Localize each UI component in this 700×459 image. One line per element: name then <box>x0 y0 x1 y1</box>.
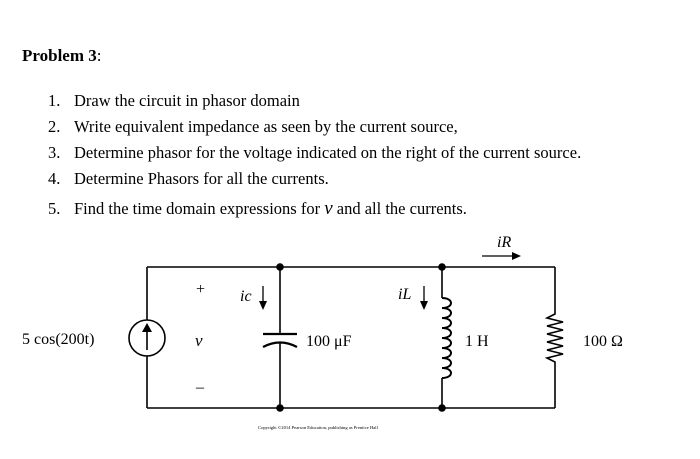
task-item: 1. Draw the circuit in phasor domain <box>48 88 581 114</box>
problem-colon: : <box>96 46 102 65</box>
task-text: Draw the circuit in phasor domain <box>74 91 300 110</box>
task-number: 1. <box>48 91 61 110</box>
resistor-label: 100 Ω <box>583 333 623 350</box>
copyright-notice: Copyright ©2014 Pearson Education, publi… <box>258 425 379 431</box>
voltage-symbol: v <box>195 331 203 350</box>
inductor-label: 1 H <box>465 333 489 350</box>
inductor-current-arrow <box>420 286 428 310</box>
task-number: 2. <box>48 117 61 136</box>
inductor-coil <box>441 297 452 379</box>
source-label: 5 cos(200t) <box>22 331 94 348</box>
problem-title: Problem 3 <box>22 46 97 65</box>
task-variable: v <box>324 198 333 219</box>
resistor <box>544 310 564 366</box>
resistor-current-arrow <box>482 252 521 260</box>
inductor-current-label: iL <box>398 286 411 303</box>
task-item: 2. Write equivalent impedance as seen by … <box>48 114 581 140</box>
circuit-wires <box>146 266 556 409</box>
voltage-minus: – <box>195 379 205 396</box>
task-text-after: and all the currents. <box>332 199 467 218</box>
task-number: 4. <box>48 169 61 188</box>
task-list: 1. Draw the circuit in phasor domain 2. Wr… <box>48 88 581 222</box>
task-text-before: Find the time domain expressions for <box>74 199 325 218</box>
task-text: Write equivalent impedance as seen by th… <box>74 117 458 136</box>
voltage-plus: + <box>196 281 205 298</box>
circuit-nodes <box>276 263 446 412</box>
task-item: 3. Determine phasor for the voltage indic… <box>48 140 581 166</box>
task-number: 5. <box>48 199 61 218</box>
task-number: 3. <box>48 143 61 162</box>
task-item: 4. Determine Phasors for all the currents… <box>48 166 581 192</box>
task-item: 5. Find the time domain expressions for v… <box>48 196 581 222</box>
capacitor <box>262 332 298 348</box>
problem-heading: Problem 3: <box>22 46 102 66</box>
capacitor-label: 100 μF <box>306 333 352 350</box>
current-source <box>128 319 166 357</box>
task-text: Determine Phasors for all the currents. <box>74 169 329 188</box>
task-text: Determine phasor for the voltage indicat… <box>74 143 582 162</box>
capacitor-current-label: ic <box>240 288 252 305</box>
resistor-current-label: iR <box>497 234 511 251</box>
capacitor-current-arrow <box>259 286 267 310</box>
